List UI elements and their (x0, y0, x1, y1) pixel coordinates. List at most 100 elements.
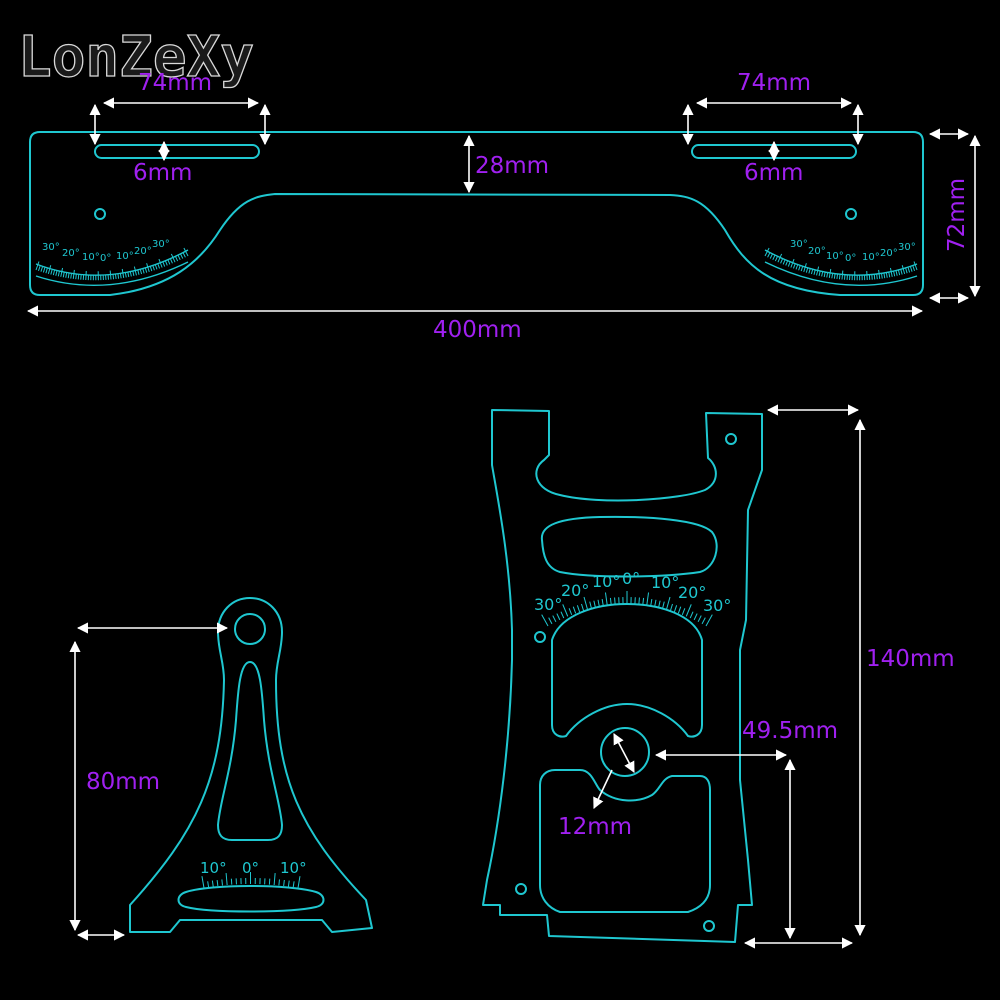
large-gauge-inner-height-label: 49.5mm (742, 718, 838, 744)
scale-tick (790, 258, 795, 268)
scale-tick (701, 617, 706, 625)
scale-tick (658, 600, 661, 608)
left-pin-hole (94, 208, 106, 220)
scale-tick (182, 252, 186, 258)
right-scale-label: 10° (862, 252, 880, 263)
scale-tick (876, 274, 878, 280)
scale-tick (127, 271, 130, 278)
large-gauge-pin-hole-left (534, 631, 546, 643)
scale-tick (216, 879, 219, 887)
left-scale-label: 0° (100, 253, 111, 264)
small-gauge-height-label: 80mm (86, 769, 160, 795)
scale-tick (705, 614, 713, 627)
scale-tick (597, 599, 600, 607)
large-gauge-ticks (541, 591, 713, 627)
left-scale-label: 20° (62, 248, 80, 259)
scale-tick (562, 604, 569, 617)
small-gauge-dimensions: 80mm (69, 622, 229, 941)
left-slot-height-label: 6mm (133, 160, 192, 186)
scale-tick (808, 268, 811, 274)
brand-logo: LonZeXy (18, 25, 254, 90)
scale-tick (40, 266, 43, 272)
small-scale-label: 10° (280, 859, 307, 877)
scale-tick (292, 881, 295, 888)
scale-tick (798, 265, 801, 271)
scale-tick (114, 273, 117, 280)
scale-tick (646, 592, 650, 606)
scale-tick (764, 247, 770, 257)
scale-tick (782, 259, 786, 265)
scale-tick (881, 273, 883, 279)
scale-tick (175, 256, 179, 262)
left-scale-label: 10° (116, 251, 134, 262)
scale-tick (164, 260, 168, 266)
right-scale-ticks (764, 247, 918, 281)
large-gauge-lower-cutout (539, 769, 711, 913)
large-gauge-pin-hole-bottom-right (703, 920, 715, 932)
right-scale-label: 20° (880, 248, 898, 259)
large-gauge-center-hole (600, 727, 650, 777)
large-scale-label: 10° (651, 573, 679, 592)
scale-tick (614, 597, 616, 605)
scale-tick (67, 273, 70, 279)
scale-tick (836, 273, 839, 280)
scale-tick (669, 603, 673, 611)
scale-tick (62, 272, 65, 278)
scale-tick (170, 258, 173, 264)
scale-tick (787, 261, 791, 267)
scale-tick (666, 596, 671, 610)
scale-tick (119, 273, 122, 279)
left-slot (94, 144, 260, 159)
scale-tick (548, 617, 553, 625)
large-gauge-height-label: 140mm (866, 646, 955, 672)
right-slot-height-label: 6mm (744, 160, 803, 186)
scale-tick (800, 266, 804, 272)
scale-tick (201, 876, 205, 889)
scale-tick (898, 270, 901, 276)
scale-tick (609, 597, 612, 605)
long-ruler: 30° 20° 10° 0° 10° 20° 30° 30° 20° 10° 0… (29, 131, 924, 296)
scale-tick (556, 613, 561, 621)
large-scale-label: 20° (561, 581, 589, 600)
scale-tick (697, 615, 702, 623)
scale-tick (221, 879, 223, 886)
scale-tick (767, 252, 771, 258)
scale-tick (774, 256, 778, 262)
scale-tick (604, 592, 608, 606)
right-angle-scale: 30° 20° 10° 0° 10° 20° 30° (764, 239, 918, 286)
scale-tick (137, 269, 140, 275)
scale-tick (826, 272, 829, 278)
right-pin-hole (845, 208, 857, 220)
scale-tick (72, 269, 75, 279)
scale-tick (642, 597, 645, 605)
scale-tick (650, 598, 653, 607)
scale-tick (681, 608, 686, 615)
large-gauge-dimensions: 140mm 49.5mm 12mm (558, 404, 955, 949)
scale-tick (889, 267, 893, 277)
scale-tick (297, 876, 301, 889)
scale-tick (146, 263, 150, 273)
scale-tick (654, 599, 657, 607)
scale-tick (560, 611, 565, 619)
scale-tick (47, 265, 52, 275)
scale-tick (154, 264, 158, 270)
large-gauge-pin-hole-bottom-left (515, 883, 527, 895)
scale-tick (158, 258, 163, 268)
scale-tick (132, 270, 135, 277)
scale-tick (913, 261, 918, 271)
large-gauge-scale-window (551, 603, 703, 738)
scale-tick (813, 269, 816, 275)
ruler-length-label: 400mm (433, 317, 522, 343)
scale-tick (52, 270, 55, 276)
scale-tick (818, 270, 821, 277)
scale-tick (601, 598, 604, 607)
scale-tick (581, 603, 585, 611)
scale-tick (139, 269, 143, 275)
scale-tick (45, 268, 48, 274)
right-scale-label: 30° (790, 239, 808, 250)
scale-tick (572, 606, 577, 614)
scale-tick (552, 615, 557, 623)
scale-tick (287, 880, 290, 887)
right-scale-label: 0° (845, 253, 856, 264)
